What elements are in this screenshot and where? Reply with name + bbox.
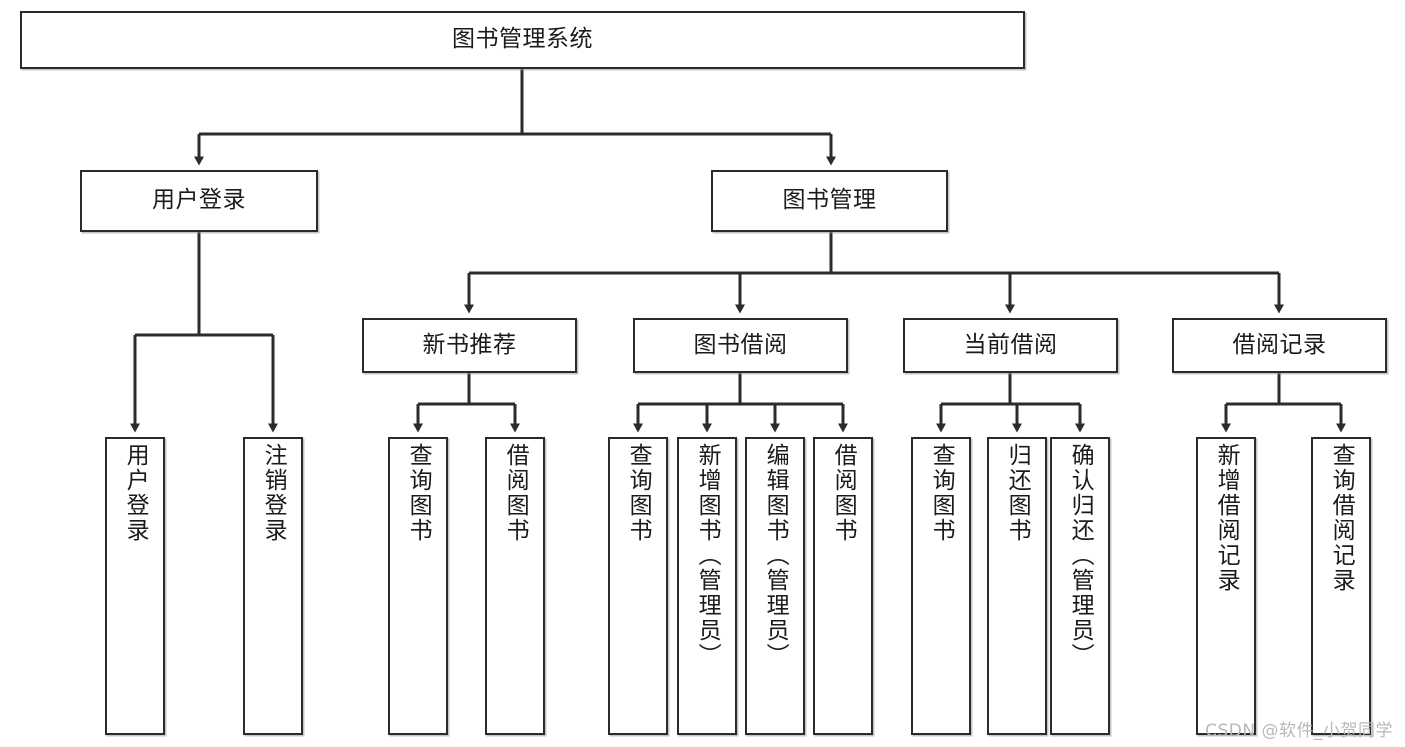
node-leaf-edit-book-admin[interactable]: 编辑图书（管理员） (745, 437, 805, 735)
node-new-book-recommendation[interactable]: 新书推荐 (362, 318, 577, 373)
node-leaf-label: 查询图书 (928, 443, 955, 543)
node-leaf-borrow-book[interactable]: 借阅图书 (813, 437, 873, 735)
node-user-login-label: 用户登录 (152, 187, 246, 214)
node-root-label: 图书管理系统 (452, 26, 593, 53)
node-leaf-query-book-borrow[interactable]: 查询图书 (608, 437, 668, 735)
node-leaf-label: 查询图书 (405, 443, 432, 543)
node-leaf-label: 确认归还（管理员） (1067, 443, 1094, 668)
node-leaf-query-book-current[interactable]: 查询图书 (911, 437, 971, 735)
node-leaf-return-book[interactable]: 归还图书 (987, 437, 1047, 735)
node-leaf-confirm-return-admin[interactable]: 确认归还（管理员） (1050, 437, 1110, 735)
node-leaf-query-book-rec[interactable]: 查询图书 (388, 437, 448, 735)
node-leaf-label: 查询图书 (625, 443, 652, 543)
node-current-borrowing[interactable]: 当前借阅 (903, 318, 1118, 373)
node-current-borrowing-label: 当前借阅 (963, 331, 1058, 358)
node-borrowing-records-label: 借阅记录 (1232, 331, 1327, 358)
node-book-management[interactable]: 图书管理 (711, 170, 948, 232)
node-leaf-label: 新增借阅记录 (1213, 443, 1240, 593)
node-leaf-label: 注销登录 (260, 443, 287, 543)
node-leaf-add-book-admin[interactable]: 新增图书（管理员） (677, 437, 737, 735)
node-leaf-label: 借阅图书 (502, 443, 529, 543)
node-book-management-label: 图书管理 (782, 187, 877, 214)
node-leaf-borrow-book-rec[interactable]: 借阅图书 (485, 437, 545, 735)
node-leaf-label: 查询借阅记录 (1328, 443, 1355, 593)
node-leaf-query-borrow-record[interactable]: 查询借阅记录 (1311, 437, 1371, 735)
node-new-book-recommendation-label: 新书推荐 (422, 331, 517, 358)
node-leaf-label: 编辑图书（管理员） (762, 443, 789, 668)
node-leaf-label: 用户登录 (122, 443, 149, 543)
node-book-borrowing[interactable]: 图书借阅 (633, 318, 848, 373)
node-leaf-add-borrow-record[interactable]: 新增借阅记录 (1196, 437, 1256, 735)
node-book-borrowing-label: 图书借阅 (693, 331, 788, 358)
node-leaf-label: 借阅图书 (830, 443, 857, 543)
node-leaf-label: 新增图书（管理员） (694, 443, 721, 668)
node-leaf-label: 归还图书 (1004, 443, 1031, 543)
node-root-system[interactable]: 图书管理系统 (20, 11, 1025, 69)
node-leaf-logout[interactable]: 注销登录 (243, 437, 303, 735)
node-leaf-user-login[interactable]: 用户登录 (105, 437, 165, 735)
csdn-watermark: CSDN @软件_小贺同学 (1205, 721, 1393, 741)
node-user-login[interactable]: 用户登录 (80, 170, 318, 232)
node-borrowing-records[interactable]: 借阅记录 (1172, 318, 1387, 373)
